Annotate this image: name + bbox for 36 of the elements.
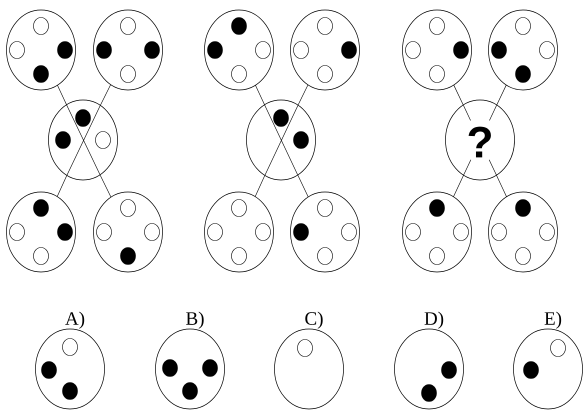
connector-line [454,85,464,105]
node-label: D) [424,312,444,329]
dot-circle [402,192,472,272]
answer-option: E) [513,312,583,410]
dot-circle [48,100,118,180]
answer-option: D) [394,312,464,410]
dot-circle [93,192,163,272]
dot-circle [6,192,76,272]
answer-option: B) [155,312,225,410]
connector-line [100,84,111,106]
dot-circle [488,10,558,90]
connector-line [496,175,507,197]
connector-line [56,175,68,197]
connector-line [453,175,464,197]
dot-circle [246,100,316,180]
node-label: E) [544,312,562,329]
connector-line [254,175,266,197]
answer-option: A) [35,312,105,410]
dot-circle [290,192,360,272]
dot-circle [402,10,472,90]
dot-circle [290,10,360,90]
dot-circle [6,10,76,90]
dot-circle [93,10,163,90]
connector-line [298,84,308,106]
answer-option: C) [274,312,344,410]
dot-circle [488,192,558,272]
connector-line [100,174,112,198]
connector-line [255,85,265,105]
node-label: B) [186,312,204,329]
dot-circle [204,10,274,90]
node-label: A) [65,312,84,329]
dot-circle [204,192,274,272]
connector-line [298,175,308,197]
node-label: C) [305,312,323,329]
connector-line [57,85,67,105]
connector-line [496,85,506,105]
